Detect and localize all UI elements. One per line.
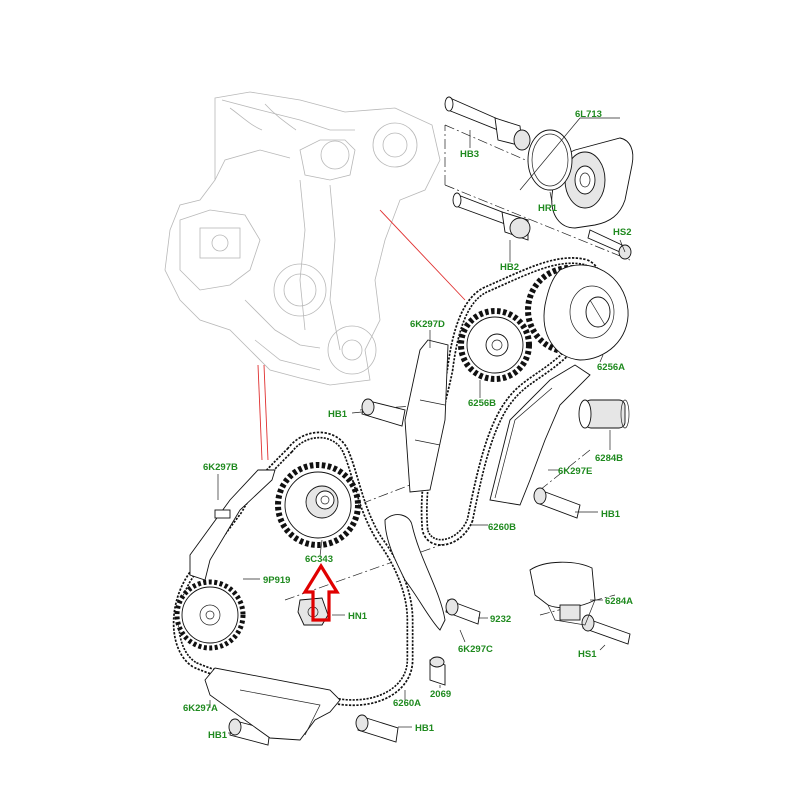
ghost-leader-lines [257,209,466,461]
label-6K297A: 6K297A [183,703,218,714]
label-6K297B: 6K297B [203,462,238,473]
part-labels: 6L713 HB3 HR1 HS2 HB2 6K297D 6256A HB1 6… [183,109,633,741]
label-6260B: 6260B [488,522,516,533]
engine-block-ghost [164,91,441,386]
label-HB3: HB3 [460,149,479,160]
camshaft-sprocket-6256B [458,308,532,382]
camshaft-phaser-6256A [525,264,629,361]
label-HS2: HS2 [613,227,631,238]
label-HR1: HR1 [538,203,558,214]
bolt-HB1-bottom-mid [355,714,399,743]
label-6284A: 6284A [605,596,633,607]
intermediate-sprocket-6C343 [275,462,361,548]
chain-guide-6K297D [404,339,449,493]
primary-timing-chain [172,431,414,707]
label-HS1: HS1 [578,649,597,660]
chain-tensioner-6284A [529,561,596,626]
label-HN1: HN1 [348,611,368,622]
label-HB1-mid: HB1 [328,409,348,420]
label-HB1-bottom-mid: HB1 [415,723,435,734]
label-6K297E: 6K297E [558,466,592,477]
o-ring-HR1 [527,129,573,191]
label-leader-lines [209,117,626,734]
bolt-HS1 [581,614,631,645]
bolt-9232 [445,598,481,625]
label-HB2: HB2 [500,262,519,273]
bolt-HB1-mid [361,398,406,427]
bolt-HB2 [452,192,531,241]
crankshaft-sprocket-9P919 [174,579,246,651]
label-6284B: 6284B [595,453,623,464]
label-HB1-right: HB1 [601,509,621,520]
label-9232: 9232 [490,614,511,625]
label-6C343: 6C343 [305,554,333,565]
bolt-HB3 [444,96,531,151]
highlight-arrow [302,562,340,622]
chain-guide-6K297E [489,364,591,506]
label-HB1-bottom-left: HB1 [208,730,228,741]
label-2069: 2069 [430,689,451,700]
chain-guide-6K297B [189,469,276,581]
dowel-2069 [429,656,446,686]
label-6K297C: 6K297C [458,644,493,655]
bolt-HB1-right [533,487,581,519]
label-6256A: 6256A [597,362,625,373]
label-6260A: 6260A [393,698,421,709]
label-6K297D: 6K297D [410,319,445,330]
label-6L713: 6L713 [575,109,602,120]
chain-tensioner-6284B [578,399,630,429]
chain-guide-6K297A [204,667,341,741]
label-9P919: 9P919 [263,575,290,586]
label-6256B: 6256B [468,398,496,409]
chain-guide-6K297C [384,514,446,631]
